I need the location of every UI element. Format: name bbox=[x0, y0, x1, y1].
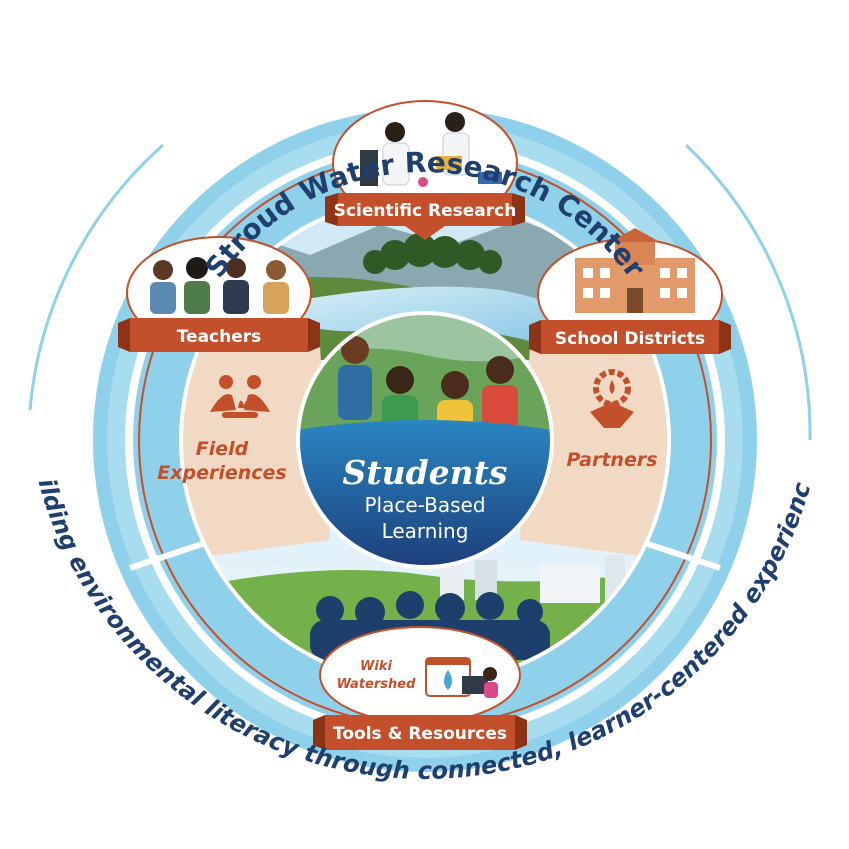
school-building-illustration bbox=[575, 228, 695, 313]
wiki-label-line1: Wiki bbox=[360, 659, 392, 674]
center-subheading-line1: Place-Based bbox=[364, 493, 485, 517]
field-icon bbox=[210, 375, 270, 418]
scientists-illustration bbox=[360, 112, 502, 187]
partners-panel bbox=[520, 330, 667, 560]
wiki-label-line2: Watershed bbox=[337, 677, 416, 692]
teachers-illustration bbox=[150, 257, 289, 314]
tools-resources-label: Tools & Resources bbox=[333, 724, 507, 744]
teachers-label: Teachers bbox=[177, 327, 262, 347]
scientific-research-node: Scientific Research bbox=[325, 100, 525, 240]
center-figures bbox=[338, 336, 518, 435]
trees bbox=[363, 233, 502, 274]
field-label-line1: Field bbox=[196, 438, 249, 460]
computer-user-illustration bbox=[462, 667, 498, 698]
ring-dividers bbox=[129, 540, 721, 571]
tools-resources-node: Wiki Watershed Tools & Resources bbox=[313, 626, 527, 750]
partners-label: Partners bbox=[566, 449, 657, 471]
outer-arc-right bbox=[684, 143, 812, 441]
field-panel bbox=[183, 330, 330, 560]
center-heading: Students bbox=[343, 453, 508, 492]
school-districts-node: School Districts bbox=[529, 228, 731, 354]
outer-arc-left bbox=[28, 143, 164, 411]
school-districts-label: School Districts bbox=[555, 329, 705, 349]
partners-handshake-gear-icon bbox=[590, 369, 634, 428]
center-circle-border bbox=[296, 311, 554, 569]
scientific-research-label: Scientific Research bbox=[334, 201, 517, 221]
teachers-node: Teachers bbox=[118, 236, 320, 352]
center-subheading-line2: Learning bbox=[382, 519, 469, 543]
field-label-line2: Experiences bbox=[157, 462, 286, 484]
